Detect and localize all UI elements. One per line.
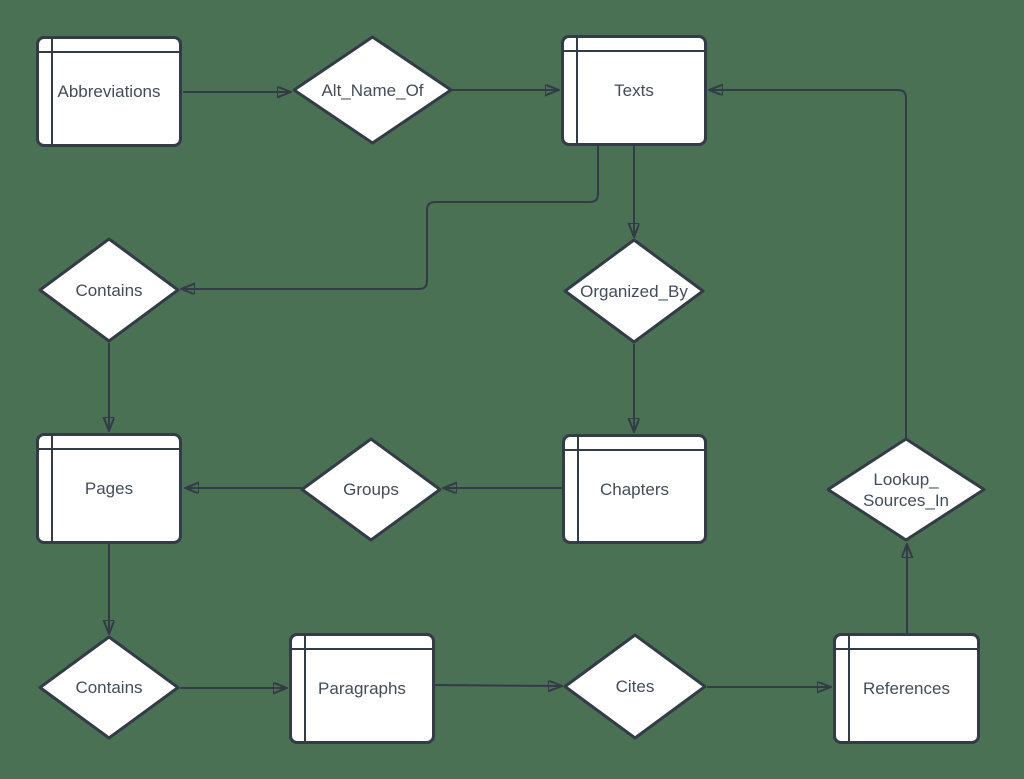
lookup-label-line2: Sources_In	[863, 490, 949, 510]
entity-paragraphs: Paragraphs	[289, 633, 435, 744]
relationship-groups-label: Groups	[343, 480, 399, 499]
relationship-lookup-sources-in: Lookup_ Sources_In	[826, 437, 986, 542]
diamond-shape	[300, 437, 442, 542]
diamond-shape	[563, 633, 707, 740]
relationship-contains-lower-label: Contains	[75, 678, 143, 697]
diamond-shape	[38, 237, 180, 343]
entity-references: References	[833, 633, 980, 744]
diamond-shape	[38, 635, 180, 740]
entity-pages-label: Pages	[84, 479, 134, 498]
relationship-organized-by: Organized_By	[563, 238, 705, 344]
relationship-contains-lower: Contains	[38, 635, 180, 740]
entity-references-label: References	[863, 679, 950, 698]
entity-abbreviations-label: Abbreviations	[57, 82, 161, 101]
edge-texts-to-contains-upper	[182, 146, 599, 289]
entity-texts-label: Texts	[614, 81, 654, 100]
entity-chapters-label: Chapters	[600, 479, 669, 499]
entity-chapters: Chapters	[562, 434, 707, 544]
relationship-groups: Groups	[300, 437, 442, 542]
relationship-alt-name-of-label: Alt_Name_Of	[321, 80, 424, 100]
relationship-contains-upper: Contains	[38, 237, 180, 343]
diamond-shape	[826, 437, 986, 542]
entity-abbreviations: Abbreviations	[36, 36, 182, 147]
relationship-organized-by-label: Organized_By	[580, 281, 688, 301]
edge-paragraphs-to-cites	[434, 685, 561, 686]
lookup-label-line1: Lookup_	[873, 469, 939, 489]
diamond-shape	[563, 238, 705, 344]
entity-paragraphs-label: Paragraphs	[318, 679, 406, 698]
relationship-cites: Cites	[563, 633, 707, 740]
relationship-alt-name-of: Alt_Name_Of	[292, 35, 453, 145]
relationship-contains-upper-label: Contains	[75, 280, 143, 300]
entity-pages: Pages	[36, 433, 182, 544]
edge-lookup-sources-in-to-texts	[710, 90, 907, 439]
relationship-cites-label: Cites	[615, 677, 655, 696]
relationship-lookup-sources-in-label: Lookup_ Sources_In	[863, 469, 949, 511]
entity-texts: Texts	[561, 35, 707, 146]
diamond-shape	[292, 35, 453, 145]
